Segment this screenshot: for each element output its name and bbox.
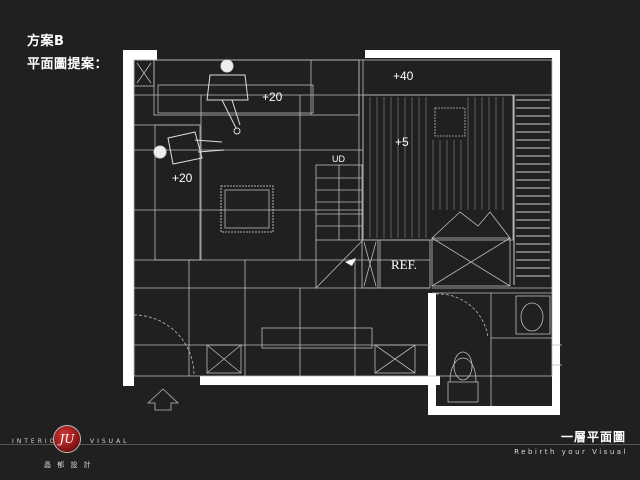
walls <box>123 50 560 415</box>
person-figure-left <box>153 131 225 165</box>
fridge-label: REF. <box>391 257 417 272</box>
stair-label: UD <box>332 154 345 164</box>
slogan: Rebirth your Visual <box>514 448 628 456</box>
brand-visual: VISUAL <box>90 438 130 445</box>
wardrobe-hangers <box>513 95 550 285</box>
elev-right-label: +5 <box>395 135 409 149</box>
elev-left-label: +20 <box>172 171 193 185</box>
brand-interior: INTERIOR <box>12 438 65 445</box>
stair-arrow-icon <box>345 258 356 266</box>
floor-plan-title: 一層平面圖 <box>560 430 626 444</box>
deck-planks <box>369 97 504 238</box>
scheme-title: 方案B <box>27 34 65 49</box>
proposal-title: 平面圖提案： <box>27 57 109 72</box>
elev-bench-label: +20 <box>262 90 283 104</box>
brand-chinese-name: 晶 郁 設 計 <box>44 461 93 469</box>
brand-logo: JU <box>53 425 81 453</box>
person-figure-top <box>206 59 249 135</box>
elev-top-label: +40 <box>393 69 414 83</box>
interior-lines <box>133 59 562 411</box>
footer-divider <box>0 444 640 445</box>
